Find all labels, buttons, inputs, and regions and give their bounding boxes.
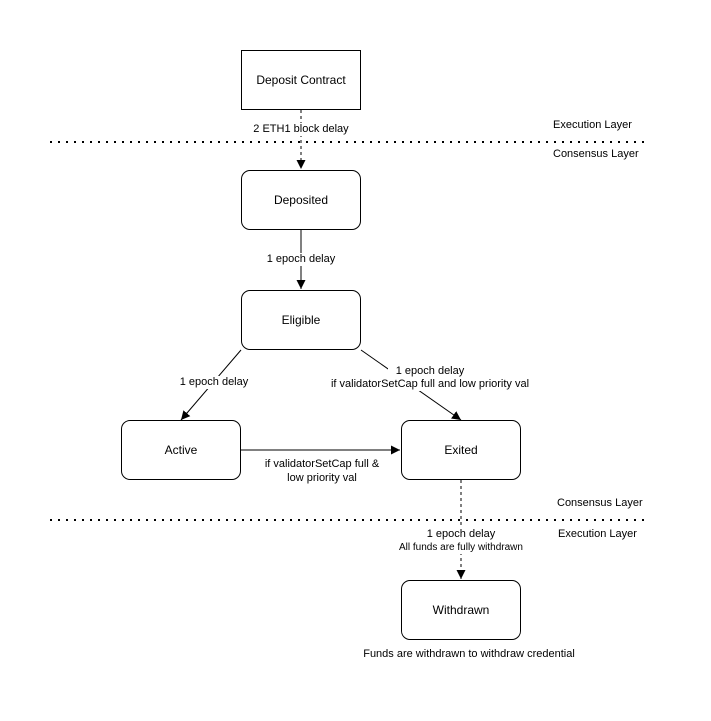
deposited-label: Deposited <box>273 193 329 207</box>
deposited-to-eligible-edge-label: 1 epoch delay <box>261 253 341 266</box>
bottom-separator-below-label: Execution Layer <box>558 528 637 540</box>
withdrawal-note: Funds are withdrawn to withdraw credenti… <box>363 648 575 660</box>
eligible-to-exited-edge-label-line1: 1 epoch delay <box>388 365 472 378</box>
eligible-node: Eligible <box>241 290 361 350</box>
active-to-exited-edge-label-line1: if validatorSetCap full & <box>264 458 380 470</box>
bottom-separator-above-label: Consensus Layer <box>557 497 643 509</box>
active-node: Active <box>121 420 241 480</box>
exited-node: Exited <box>401 420 521 480</box>
withdrawn-label: Withdrawn <box>432 603 490 617</box>
active-to-exited-edge-label-line2: low priority val <box>287 472 357 484</box>
withdrawn-node: Withdrawn <box>401 580 521 640</box>
deposit-contract-node: Deposit Contract <box>241 50 361 110</box>
eligible-to-active-edge-label: 1 epoch delay <box>172 376 256 389</box>
top-separator-above-label: Execution Layer <box>553 119 632 131</box>
exited-to-withdrawn-edge-label-line2: All funds are fully withdrawn <box>386 541 536 554</box>
eligible-to-exited-edge-label-line2: if validatorSetCap full and low priority… <box>295 378 565 391</box>
contract-to-deposited-edge-label: 2 ETH1 block delay <box>251 123 351 136</box>
active-label: Active <box>164 443 198 457</box>
eligible-label: Eligible <box>281 313 321 327</box>
exited-label: Exited <box>444 443 478 457</box>
deposited-node: Deposited <box>241 170 361 230</box>
exited-to-withdrawn-edge-label-line1: 1 epoch delay <box>419 528 503 541</box>
deposit-contract-label: Deposit Contract <box>256 73 346 87</box>
top-separator-below-label: Consensus Layer <box>553 148 639 160</box>
